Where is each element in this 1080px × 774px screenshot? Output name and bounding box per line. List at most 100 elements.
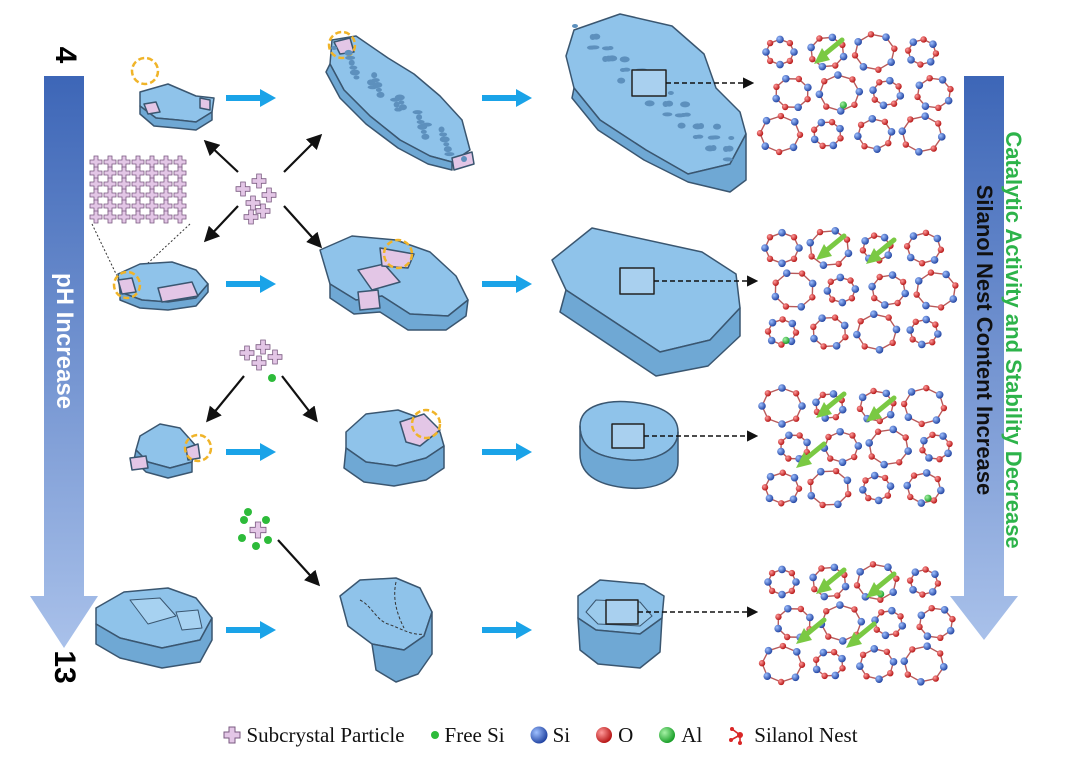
o-atom: [819, 501, 826, 509]
si-atom: [784, 604, 792, 613]
si-atom: [946, 626, 955, 635]
si-atom: [861, 237, 869, 245]
surface-pit: [331, 46, 337, 50]
subcrystal-particle: [117, 188, 131, 202]
subcrystal-clusters: [235, 173, 283, 550]
o-atom: [881, 118, 889, 125]
o-atom: [883, 648, 891, 655]
subcrystal-grid: [89, 155, 191, 279]
reaction-arrows: [203, 133, 323, 587]
silanol-nest-label: Silanol Nest Content Increase: [972, 184, 997, 496]
si-atom: [851, 285, 860, 293]
si-atom: [859, 63, 868, 71]
si-atom: [917, 677, 925, 686]
surface-pit: [345, 55, 356, 60]
si-atom: [917, 499, 926, 507]
silanol-nest-pointer-head: [866, 582, 882, 598]
framework-lattice-3: [758, 384, 953, 509]
si-atom: [870, 310, 878, 318]
si-atom: [868, 115, 877, 123]
surface-pit: [421, 133, 430, 140]
process-arrow: [226, 621, 276, 639]
silanol-nest-pointer-head: [846, 632, 862, 648]
si-atom: [815, 90, 824, 99]
o-atom: [856, 405, 864, 413]
subcrystal-particle: [173, 177, 187, 191]
si-atom: [939, 663, 948, 671]
surface-pit: [680, 101, 691, 108]
o-atom: [889, 339, 896, 347]
legend-label-si: Si: [552, 722, 571, 747]
subcrystal-particle: [89, 188, 103, 202]
si-atom: [853, 330, 861, 339]
si-atom: [794, 103, 802, 112]
si-atom: [791, 673, 800, 682]
si-atom: [812, 398, 820, 407]
o-atom: [912, 318, 919, 325]
surface-pit: [398, 100, 405, 105]
si-atom: [896, 92, 905, 100]
subcrystal-particle: [159, 177, 173, 191]
si-atom: [836, 601, 844, 609]
o-atom: [916, 623, 923, 631]
surface-pit: [421, 122, 432, 127]
si-atom: [782, 269, 791, 278]
free-si-dot: [240, 516, 248, 524]
si-atom: [904, 413, 913, 421]
o-atom: [820, 343, 827, 350]
si-atom: [923, 642, 931, 651]
surface-pit: [412, 110, 423, 115]
si-atom: [932, 416, 941, 424]
silanol-nest-pointer-head: [866, 248, 882, 264]
al-atom: [924, 494, 932, 502]
o-atom: [934, 475, 941, 483]
al-atom-icon: [659, 727, 676, 743]
si-atom: [882, 389, 891, 398]
si-atom: [879, 101, 888, 110]
subcrystal-particle: [145, 210, 159, 224]
subcrystal-particle: [131, 210, 145, 224]
o-atom: [937, 304, 945, 311]
o-atom: [826, 455, 834, 462]
o-atom: [900, 400, 908, 408]
o-atom: [849, 432, 856, 439]
subcrystal-particle: [235, 181, 251, 197]
subcrystal-particle: [245, 195, 261, 211]
o-atom: [930, 145, 937, 152]
o-atom: [861, 143, 868, 150]
subcrystal-particle: [89, 177, 103, 191]
si-atom: [812, 665, 821, 674]
o-atom: [797, 605, 805, 613]
si-atom: [839, 52, 848, 61]
o-atom: [844, 490, 852, 498]
surface-pit: [674, 113, 685, 118]
o-atom: [906, 577, 914, 584]
si-atom: [914, 277, 923, 285]
o-atom: [792, 415, 800, 422]
si-atom: [767, 336, 776, 345]
subcrystal-particle: [145, 166, 159, 180]
framework-lattice-4: [758, 561, 956, 686]
o-atom: [885, 139, 892, 147]
si-atom: [909, 38, 918, 46]
o-atom: [946, 440, 953, 448]
o-atom: [876, 417, 884, 425]
o-atom: [885, 314, 892, 321]
surface-pit: [617, 77, 626, 84]
si-atom: [774, 624, 782, 633]
surface-pit: [420, 129, 427, 134]
surface-pit: [713, 123, 722, 130]
si-atom: [888, 606, 896, 615]
surface-pit: [443, 146, 452, 153]
subcrystal-particle: [249, 521, 267, 539]
process-arrow: [482, 89, 532, 107]
row4-small-crystal: [95, 587, 213, 669]
surface-pit: [723, 146, 729, 152]
o-atom-icon: [596, 727, 613, 743]
o-atom: [764, 328, 772, 335]
subcrystal-particle: [103, 155, 117, 169]
o-atom: [940, 404, 948, 412]
si-atom: [776, 60, 784, 69]
o-atom: [904, 47, 912, 54]
